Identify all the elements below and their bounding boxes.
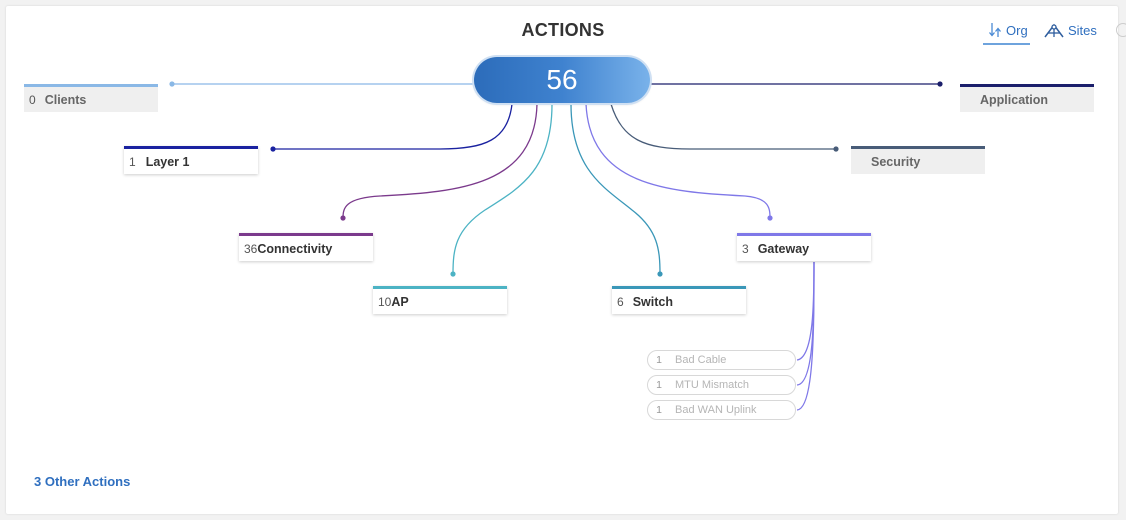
mtu-mismatch-count: 1 bbox=[656, 379, 662, 391]
gateway-connector bbox=[585, 103, 771, 219]
other-actions-link[interactable]: 3 Other Actions bbox=[34, 474, 131, 489]
category-security[interactable]: Security bbox=[851, 146, 985, 174]
gateway-connector-dot bbox=[767, 215, 773, 221]
gateway-action-mtu-mismatch[interactable]: 1 MTU Mismatch bbox=[647, 375, 796, 395]
ap-count: 10 bbox=[378, 294, 392, 309]
security-connector-dot bbox=[833, 146, 839, 152]
gateway-action-bad-cable[interactable]: 1 Bad Cable bbox=[647, 350, 796, 370]
mtu-mismatch-label: MTU Mismatch bbox=[675, 379, 749, 391]
security-connector bbox=[610, 103, 836, 150]
org-toggle-label: Org bbox=[1006, 22, 1028, 38]
ap-label: AP bbox=[391, 294, 409, 309]
application-connector-dot bbox=[937, 81, 943, 87]
bad-wan-uplink-count: 1 bbox=[656, 404, 662, 416]
category-ap[interactable]: 10 AP bbox=[373, 286, 507, 314]
gateway-action-bad-wan-uplink[interactable]: 1 Bad WAN Uplink bbox=[647, 400, 796, 420]
layer1-count: 1 bbox=[129, 154, 136, 169]
sites-view-toggle[interactable]: Sites bbox=[1044, 22, 1097, 38]
sites-toggle-label: Sites bbox=[1068, 22, 1097, 38]
bad-cable-label: Bad Cable bbox=[675, 354, 727, 366]
layer1-label: Layer 1 bbox=[145, 154, 190, 169]
connectivity-label: Connectivity bbox=[257, 241, 333, 256]
switch-label: Switch bbox=[632, 294, 673, 309]
sites-icon bbox=[1044, 23, 1064, 38]
gateway-label: Gateway bbox=[757, 241, 810, 256]
bad-wan-connector bbox=[796, 261, 815, 411]
clients-count: 0 bbox=[29, 92, 36, 107]
gateway-count: 3 bbox=[742, 241, 749, 256]
page-title: ACTIONS bbox=[521, 20, 605, 40]
category-gateway[interactable]: 3 Gateway bbox=[737, 233, 871, 261]
ap-connector bbox=[452, 103, 553, 275]
layer1-connector-dot bbox=[270, 146, 276, 152]
bad-wan-uplink-label: Bad WAN Uplink bbox=[675, 404, 757, 416]
security-label: Security bbox=[871, 154, 921, 169]
org-view-toggle[interactable]: Org bbox=[983, 22, 1030, 45]
total-actions-hub[interactable]: 56 bbox=[474, 57, 650, 103]
connectivity-count: 36 bbox=[244, 241, 258, 256]
connectivity-connector-dot bbox=[340, 215, 346, 221]
clients-connector-dot bbox=[169, 81, 175, 87]
switch-connector-dot bbox=[657, 271, 663, 277]
sort-org-icon bbox=[989, 23, 1001, 37]
switch-connector bbox=[570, 103, 661, 275]
category-clients[interactable]: 0 Clients bbox=[24, 84, 158, 112]
clients-label: Clients bbox=[44, 92, 87, 107]
bad-cable-count: 1 bbox=[656, 354, 662, 366]
connectivity-connector bbox=[342, 103, 538, 219]
category-connectivity[interactable]: 36 Connectivity bbox=[239, 233, 373, 261]
category-application[interactable]: Application bbox=[960, 84, 1094, 112]
category-layer1[interactable]: 1 Layer 1 bbox=[124, 146, 258, 174]
search-icon[interactable] bbox=[1116, 23, 1126, 37]
layer1-connector bbox=[273, 103, 513, 150]
switch-count: 6 bbox=[617, 294, 624, 309]
category-switch[interactable]: 6 Switch bbox=[612, 286, 746, 314]
application-label: Application bbox=[980, 92, 1049, 107]
ap-connector-dot bbox=[450, 271, 456, 277]
